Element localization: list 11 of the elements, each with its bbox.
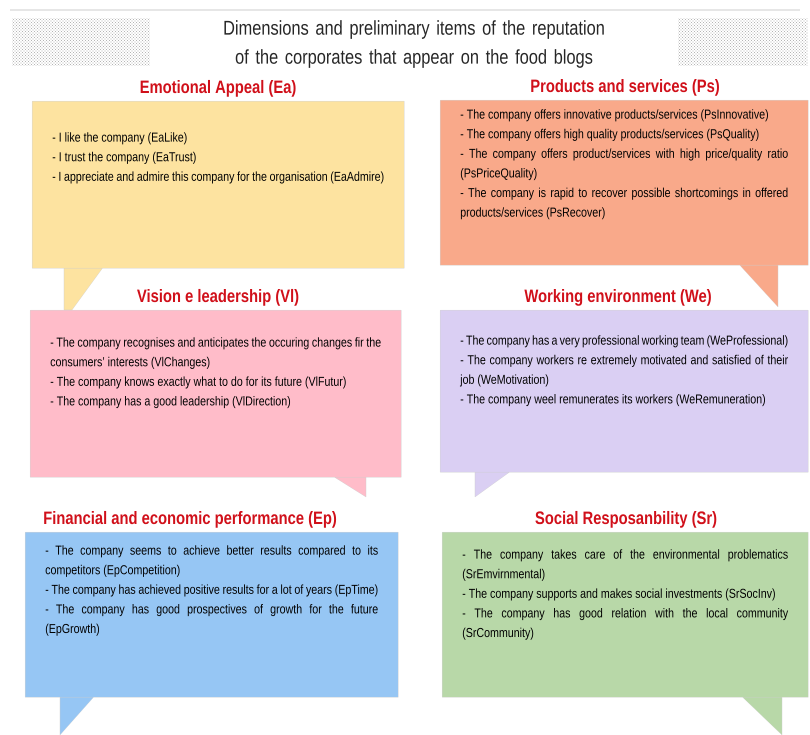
- speech-bubble: - The company recognises and anticipates the occuring changes fir the consumers’ interests (VlChanges) - The company knows exactly what to do for its future (VlFutur) - The company has a good leadership (VlDirection): [30, 310, 402, 498]
- heading: Working environment (We): [524, 288, 711, 306]
- speech-bubble: - The company takes care of the environmental problematics (SrEmvirnmental) - The company supports and makes social investments (SrSocInv) - The company has good relation with the local community (SrCommunity): [442, 532, 808, 735]
- heading: Products and services (Ps): [531, 78, 719, 96]
- heading: Social Resposanbility (Sr): [535, 510, 716, 528]
- heading: Vision e leadership (Vl): [137, 288, 298, 306]
- speech-bubble: - The company has a very professional working team (WeProfessional) - The company workers re extremely motivated and satisfied of their job (WeMotivation) - The company weel remunerates its workers (WeRemuneration): [440, 310, 808, 498]
- title: Dimensions and preliminary items of the reputation of the corporates that appear on the food blogs: [224, 20, 604, 68]
- heading: Financial and economic performance (Ep): [44, 510, 336, 528]
- speech-bubble: - The company seems to achieve better results compared to its competitors (EpCompetition) - The company has achieved positive results for a lot of years (EpTime) - The company has good prospectives of growth for the future (EpGrowth): [25, 532, 398, 735]
- heading: Emotional Appeal (Ea): [140, 80, 296, 97]
